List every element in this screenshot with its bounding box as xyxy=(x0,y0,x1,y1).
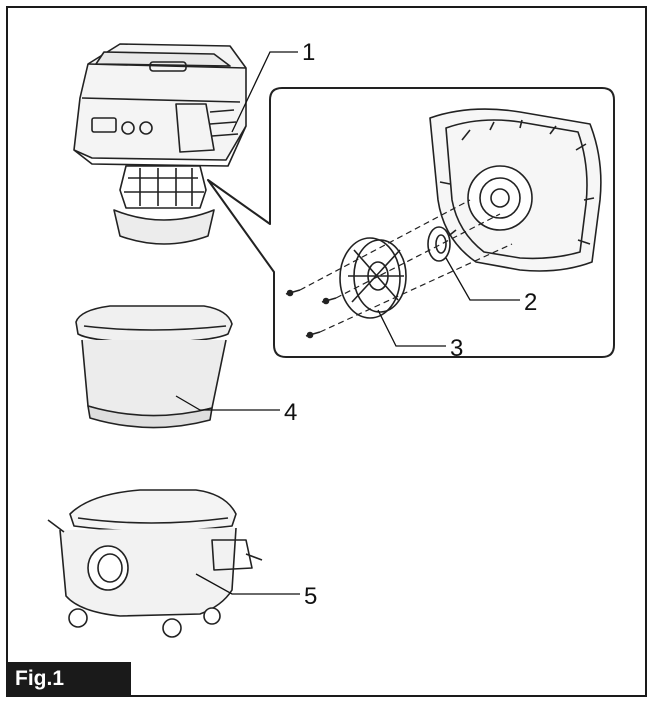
callout-1: 1 xyxy=(302,39,315,66)
callout-5: 5 xyxy=(304,583,317,610)
part-4-filter-bag xyxy=(75,305,233,429)
callout-3: 3 xyxy=(450,335,463,362)
callout-2: 2 xyxy=(524,289,537,316)
figure-frame xyxy=(6,6,647,697)
part-2-ring xyxy=(427,226,451,262)
screws xyxy=(285,289,337,339)
motor-head-unit xyxy=(73,43,247,245)
part-3-impeller xyxy=(339,237,407,319)
figure-label: Fig.1 xyxy=(7,662,131,696)
leader-lines xyxy=(175,51,520,595)
callout-4: 4 xyxy=(284,399,297,426)
part-5-tank xyxy=(47,489,263,638)
detail-inset xyxy=(207,87,615,358)
